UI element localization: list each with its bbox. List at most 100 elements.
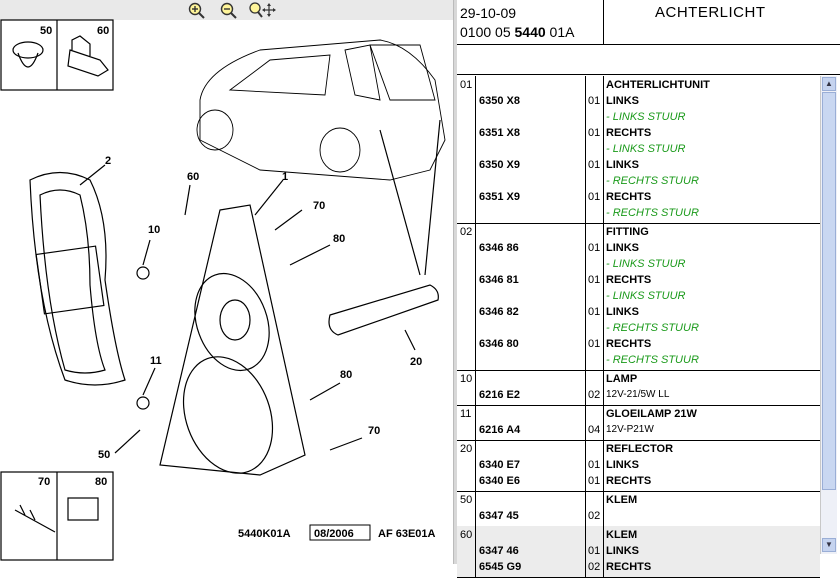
part-number[interactable]: 6346 80	[479, 338, 519, 350]
table-row[interactable]: KLEM	[457, 492, 820, 508]
part-number[interactable]: 6346 81	[479, 274, 519, 286]
part-description: LAMP	[606, 373, 638, 385]
table-row[interactable]: 6346 82 01 LINKS	[457, 304, 820, 320]
part-number[interactable]: 6347 46	[479, 545, 519, 557]
table-row[interactable]: GLOEILAMP 21W	[457, 406, 820, 422]
part-number[interactable]: 6346 86	[479, 242, 519, 254]
part-description: REFLECTOR	[606, 443, 674, 455]
quantity: 02	[588, 561, 601, 573]
table-row[interactable]: LAMP	[457, 371, 820, 387]
table-row[interactable]: KLEM	[457, 527, 820, 543]
table-row[interactable]: 6216 E2 02 12V-21/5W LL	[457, 387, 820, 403]
quantity: 01	[588, 459, 601, 471]
part-number[interactable]: 6351 X8	[479, 127, 520, 139]
table-row[interactable]: - LINKS STUUR	[457, 288, 820, 304]
header-ref-suffix: 01A	[549, 24, 575, 40]
table-row[interactable]: 6350 X9 01 LINKS	[457, 157, 820, 173]
quantity: 01	[588, 274, 601, 286]
callout-1: 1	[282, 171, 288, 183]
item-ref: 11	[460, 408, 472, 420]
screw-70	[14, 504, 56, 533]
diagram-footer-code: 5440K01A	[238, 528, 291, 540]
part-number[interactable]: 6216 E2	[479, 389, 520, 401]
item-ref: 02	[460, 226, 473, 238]
part-number[interactable]: 6347 45	[479, 510, 519, 522]
variant-note: - LINKS STUUR	[606, 143, 686, 155]
callout-80-inset: 80	[95, 476, 107, 488]
header-date: 29-10-09	[460, 5, 517, 21]
item-ref: 50	[460, 494, 473, 506]
part-description: LINKS	[606, 306, 639, 318]
part-number[interactable]: 6340 E7	[479, 459, 520, 471]
table-row[interactable]: - RECHTS STUUR	[457, 352, 820, 368]
table-row[interactable]: - RECHTS STUUR	[457, 205, 820, 221]
part-description: RECHTS	[606, 561, 652, 573]
part-number[interactable]: 6545 G9	[479, 561, 522, 573]
part-description: RECHTS	[606, 274, 652, 286]
table-row[interactable]: - LINKS STUUR	[457, 256, 820, 272]
zoom-pan-icon[interactable]	[248, 1, 276, 19]
table-row[interactable]: - RECHTS STUUR	[457, 320, 820, 336]
table-row[interactable]: REFLECTOR	[457, 441, 820, 457]
scroll-down-icon[interactable]: ▼	[822, 538, 836, 552]
part-description: 12V-21/5W LL	[606, 389, 670, 400]
lamp-housing-2	[29, 171, 126, 386]
header-ref-main: 5440	[514, 24, 546, 40]
part-number[interactable]: 6350 X8	[479, 95, 520, 107]
callout-11: 11	[150, 355, 162, 367]
quantity: 01	[588, 306, 601, 318]
table-row[interactable]: ACHTERLICHTUNIT	[457, 77, 820, 93]
quantity: 02	[588, 389, 601, 401]
part-description: LINKS	[606, 159, 639, 171]
quantity: 04	[588, 424, 601, 436]
diagram-footer-date: 08/2006	[314, 528, 354, 540]
table-row[interactable]: - LINKS STUUR	[457, 141, 820, 157]
zoom-in-icon[interactable]	[187, 1, 205, 19]
quantity: 01	[588, 338, 601, 350]
table-row[interactable]: - RECHTS STUUR	[457, 173, 820, 189]
part-number[interactable]: 6346 82	[479, 306, 519, 318]
zoom-out-icon[interactable]	[219, 1, 237, 19]
header-ref: 0100 05 5440 01A	[460, 24, 574, 40]
variant-note: - LINKS STUUR	[606, 111, 686, 123]
diagram-toolbar	[0, 0, 453, 20]
part-number[interactable]: 6351 X9	[479, 191, 520, 203]
callout-70-inset: 70	[38, 476, 50, 488]
quantity: 01	[588, 159, 601, 171]
table-row[interactable]: - LINKS STUUR	[457, 109, 820, 125]
part-description: ACHTERLICHTUNIT	[606, 79, 710, 91]
vertical-scrollbar[interactable]: ▲ ▼	[820, 76, 837, 554]
part-description: LINKS	[606, 95, 639, 107]
scroll-up-icon[interactable]: ▲	[822, 77, 836, 91]
callout-80-b: 80	[340, 369, 352, 381]
table-row[interactable]: FITTING	[457, 224, 820, 240]
clip-50-shape	[12, 41, 44, 59]
variant-note: - RECHTS STUUR	[606, 322, 699, 334]
table-row[interactable]: 6340 E7 01 LINKS	[457, 457, 820, 473]
callout-80: 80	[333, 233, 345, 245]
part-number[interactable]: 6216 A4	[479, 424, 521, 436]
part-number[interactable]: 6340 E6	[479, 475, 520, 487]
table-row[interactable]: 6545 G9 02 RECHTS	[457, 559, 820, 575]
part-number[interactable]: 6350 X9	[479, 159, 520, 171]
table-row[interactable]: 6346 81 01 RECHTS	[457, 272, 820, 288]
callout-70-b: 70	[368, 425, 380, 437]
part-description: LINKS	[606, 459, 639, 471]
panel-divider[interactable]	[453, 0, 458, 564]
scroll-thumb[interactable]	[822, 92, 836, 490]
parts-diagram: 50 60 2 60 1 70 10 80 20 11 80 50 70 70 …	[0, 0, 453, 561]
